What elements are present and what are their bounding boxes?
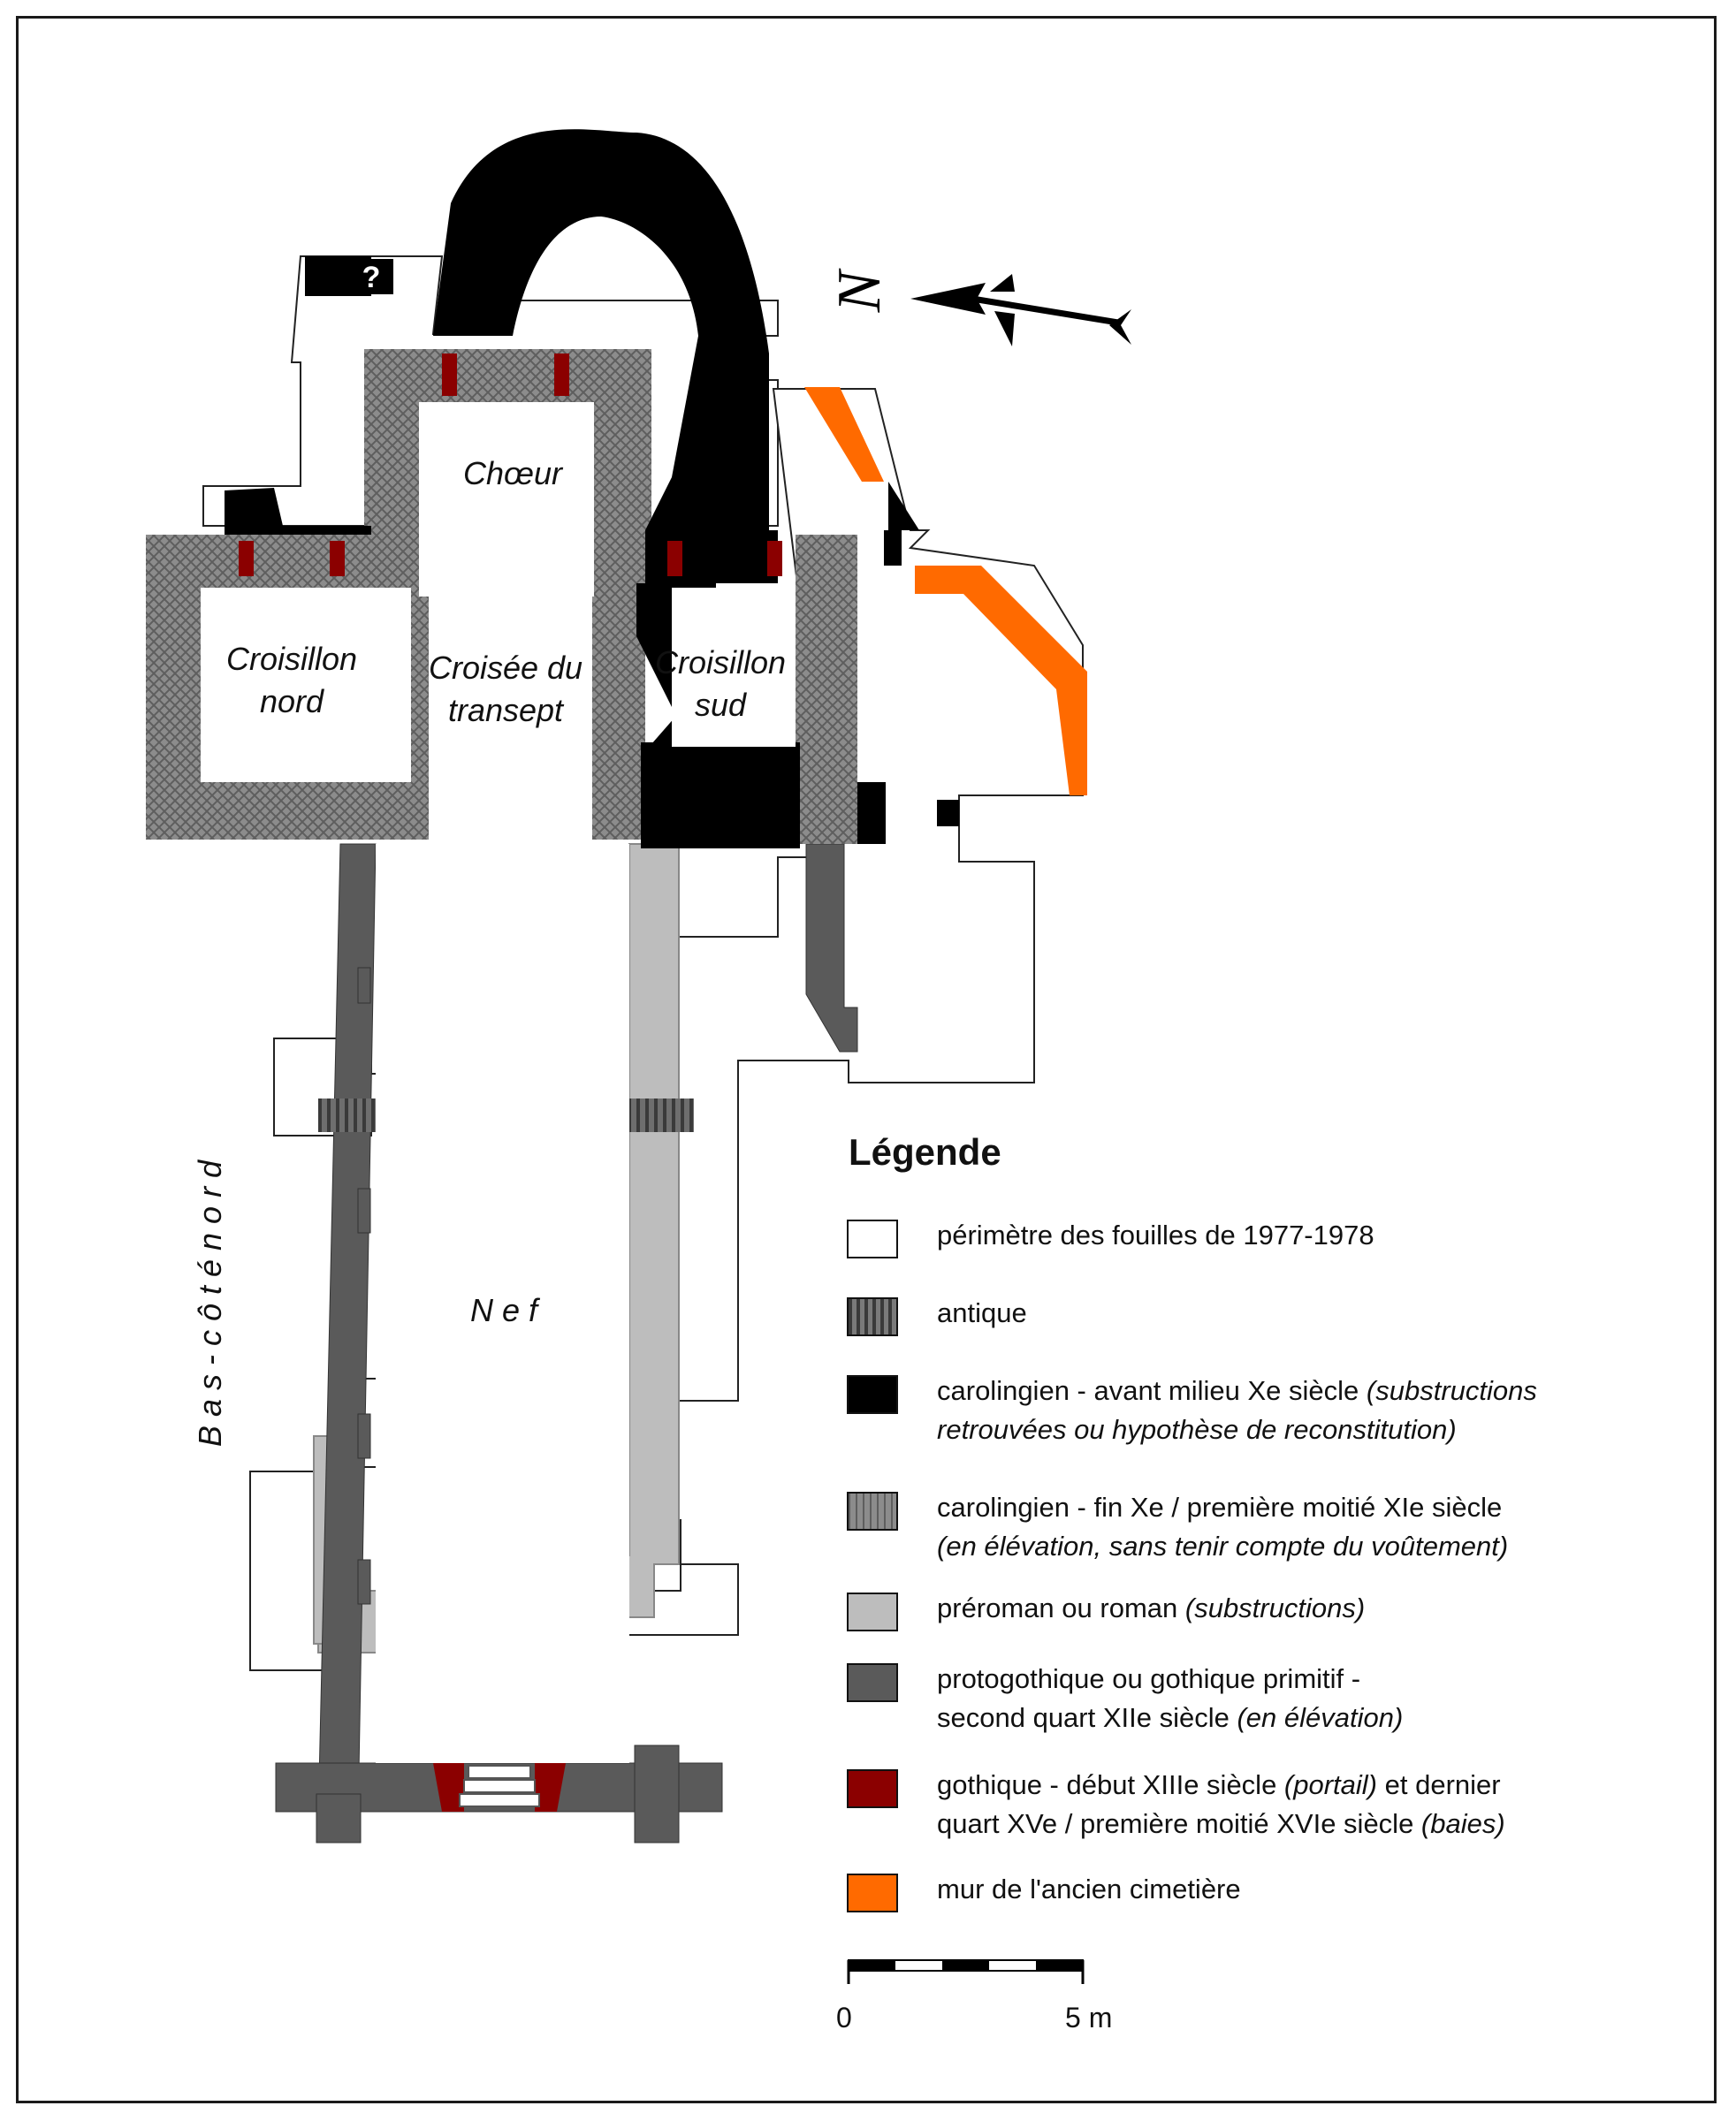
swatch-roman <box>847 1593 898 1631</box>
legend-item-gothique: gothique - début XIIIe siècle (portail) … <box>847 1766 1695 1870</box>
legend-note: (substructions) <box>1184 1593 1366 1623</box>
swatch-carolingien-late <box>847 1492 898 1531</box>
legend-text: carolingien - avant milieu Xe siècle <box>937 1375 1367 1406</box>
scale-bar <box>847 1959 1085 1984</box>
legend-item-protogothique: protogothique ou gothique primitif - sec… <box>847 1660 1695 1766</box>
legend-note-line2: (baies) <box>1420 1808 1505 1839</box>
swatch-protogothique <box>847 1663 898 1702</box>
legend-item-carolingien-late: carolingien - fin Xe / première moitié X… <box>847 1488 1695 1589</box>
swatch-carolingien-early <box>847 1375 898 1414</box>
legend-note-line2: retrouvées ou hypothèse de reconstitutio… <box>937 1414 1457 1445</box>
label-croisee-1: Croisée du <box>429 650 582 686</box>
legend-text: périmètre des fouilles de 1977-1978 <box>937 1220 1374 1251</box>
legend-text-b: et dernier <box>1377 1769 1501 1800</box>
legend-text: antique <box>937 1297 1027 1328</box>
legend-text-line2: quart XVe / première moitié XVIe siècle <box>937 1808 1421 1839</box>
label-choeur: Chœur <box>463 455 564 491</box>
question-box <box>349 259 393 294</box>
legend-text: gothique - début XIIIe siècle <box>937 1769 1284 1800</box>
room-interiors <box>201 402 796 1763</box>
legend-text-line2: second quart XIIe siècle <box>937 1702 1237 1733</box>
legend-text: mur de l'ancien cimetière <box>937 1874 1241 1904</box>
label-croisillon-nord-1: Croisillon <box>226 641 357 677</box>
label-croisillon-sud-2: sud <box>695 687 747 723</box>
legend-note: (substructions <box>1366 1375 1537 1406</box>
cemetery-wall <box>804 387 1087 795</box>
label-nef: N e f <box>470 1292 541 1328</box>
scale-start-label: 0 <box>836 2002 852 2034</box>
carolingian-walls <box>146 349 857 844</box>
legend-item-roman: préroman ou roman (substructions) <box>847 1589 1695 1660</box>
gothic-bays <box>239 354 782 1812</box>
north-letter: N <box>826 268 894 313</box>
label-croisillon-nord-2: nord <box>260 683 324 719</box>
legend: périmètre des fouilles de 1977-1978 anti… <box>847 1216 1695 1923</box>
legend-item-carolingien-early: carolingien - avant milieu Xe siècle (su… <box>847 1372 1695 1488</box>
scale-end-label: 5 m <box>1065 2002 1113 2034</box>
label-croisillon-sud-1: Croisillon <box>655 644 786 680</box>
swatch-cimetiere <box>847 1874 898 1912</box>
question-mark: ? <box>362 261 381 294</box>
label-bas-cote-nord: B a s - c ô t é n o r d <box>192 1159 228 1447</box>
swatch-antique <box>847 1297 898 1336</box>
legend-text: carolingien - fin Xe / première moitié X… <box>937 1492 1503 1523</box>
legend-item-antique: antique <box>847 1294 1695 1372</box>
legend-text: préroman ou roman <box>937 1593 1185 1623</box>
north-arrow-icon: N <box>826 268 1131 346</box>
legend-text: protogothique ou gothique primitif - <box>937 1663 1361 1694</box>
legend-title: Légende <box>849 1131 1001 1173</box>
legend-item-cimetiere: mur de l'ancien cimetière <box>847 1870 1695 1923</box>
portal-steps <box>459 1765 540 1807</box>
figure-frame <box>16 16 1717 2103</box>
legend-item-perimeter: périmètre des fouilles de 1977-1978 <box>847 1216 1695 1294</box>
label-croisee-2: transept <box>448 692 565 728</box>
legend-note: (portail) <box>1283 1769 1378 1800</box>
legend-note-line2: (en élévation) <box>1237 1702 1404 1733</box>
swatch-gothique <box>847 1769 898 1808</box>
legend-note-line2: (en élévation, sans tenir compte du voût… <box>937 1531 1509 1562</box>
swatch-perimeter <box>847 1220 898 1258</box>
